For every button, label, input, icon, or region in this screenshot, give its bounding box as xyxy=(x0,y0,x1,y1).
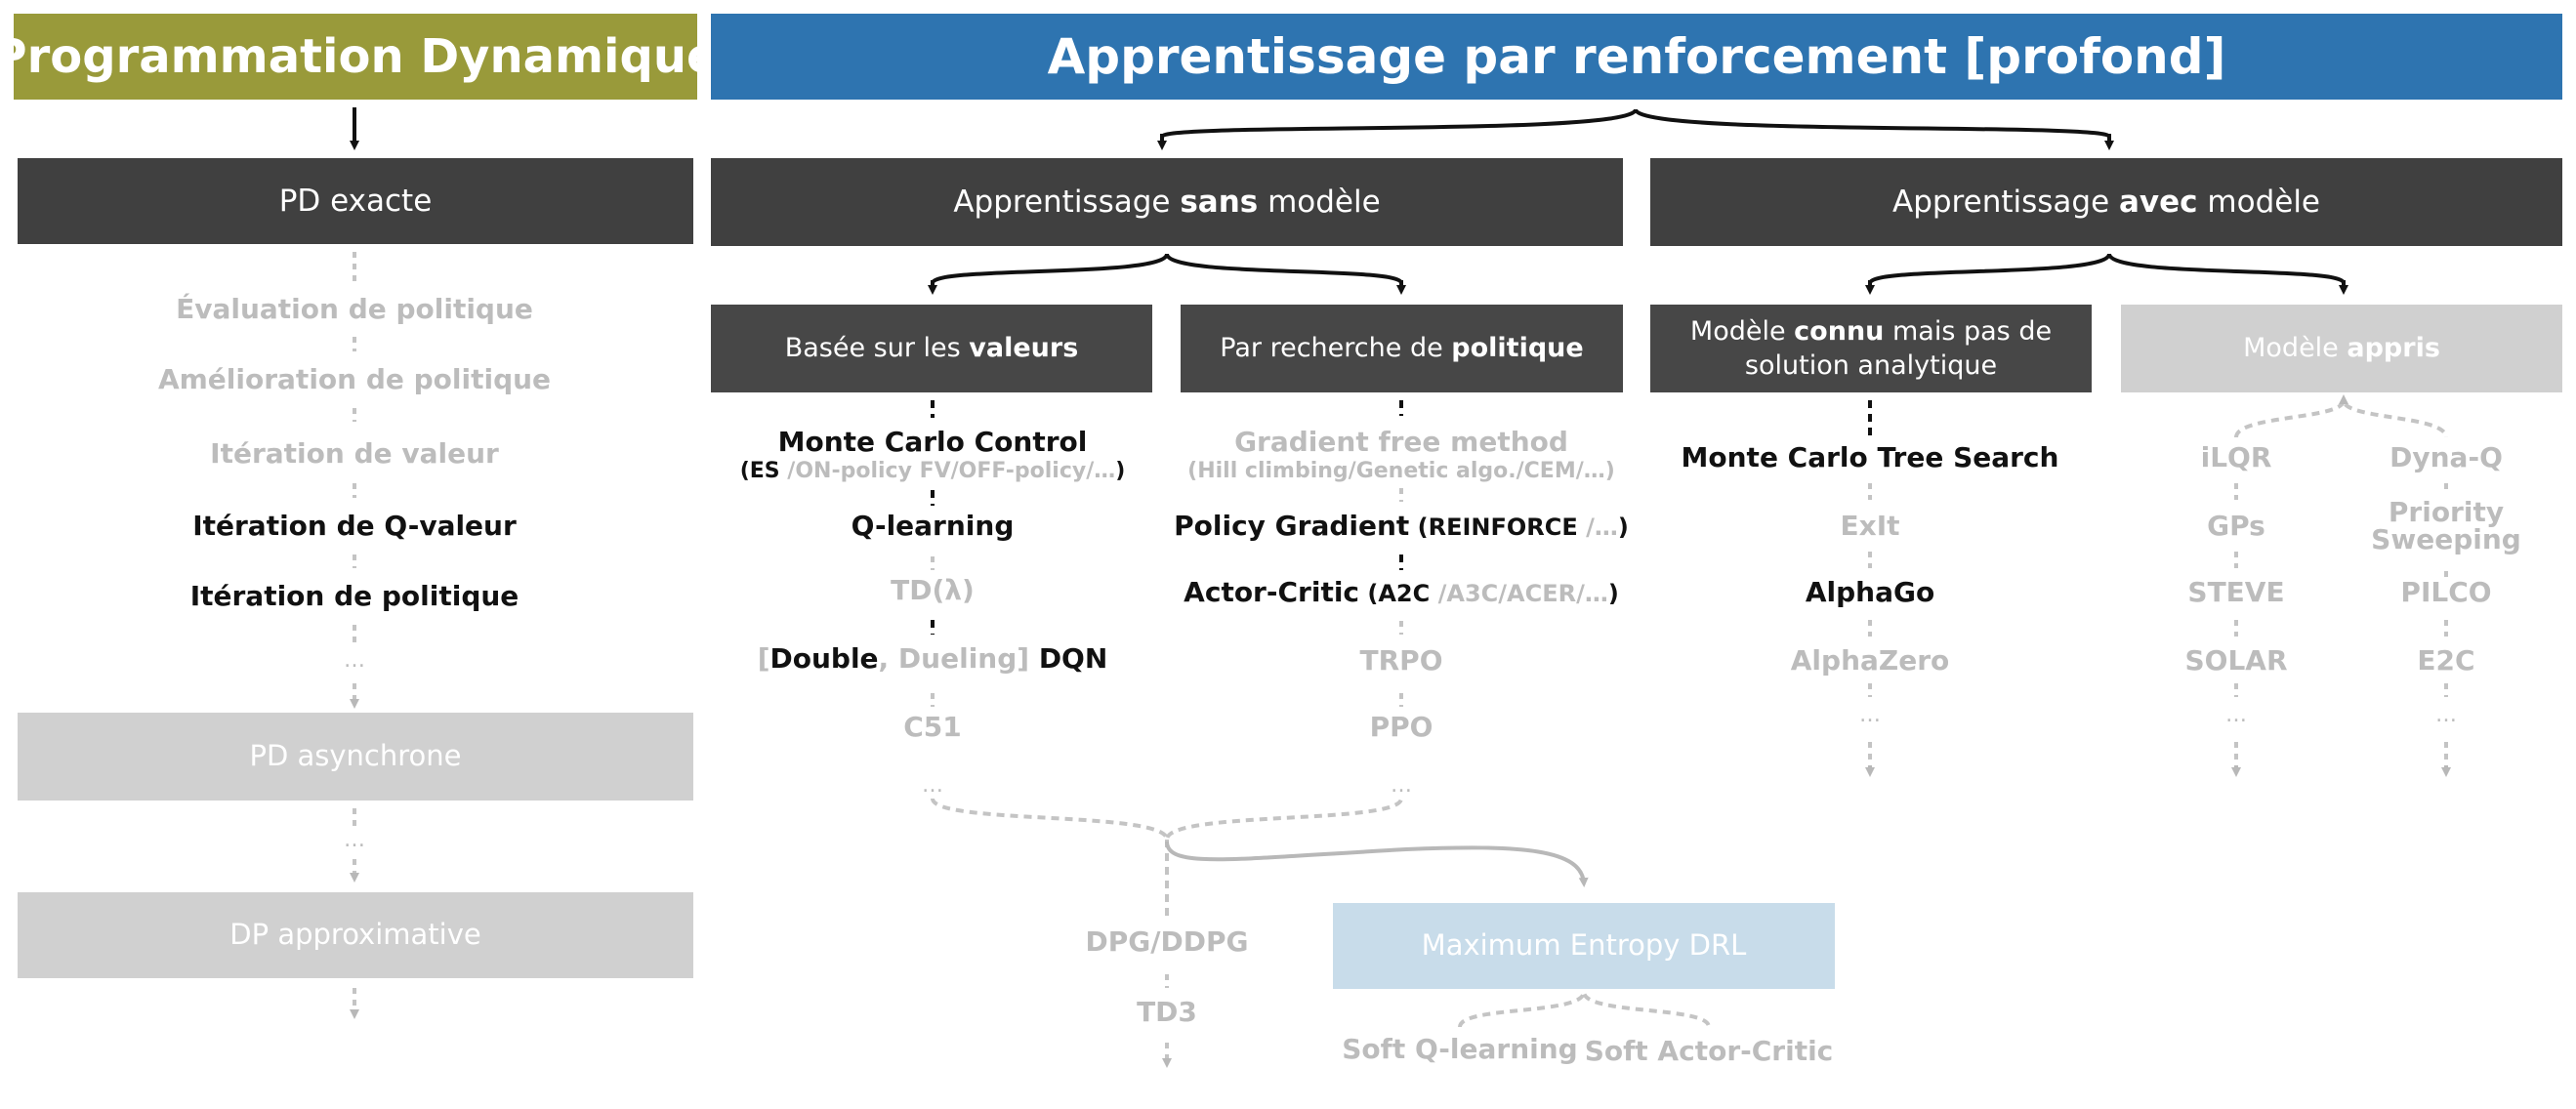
known-model-box: Modèle connu mais pas de solution analyt… xyxy=(1650,305,2092,392)
dqn-double: Double xyxy=(769,642,879,675)
learned-model-box: Modèle appris xyxy=(2121,305,2562,392)
known-model-pre: Modèle xyxy=(1689,315,1795,347)
c51: C51 xyxy=(903,711,962,743)
model-free-bold: sans xyxy=(1180,184,1259,220)
actor-critic: Actor-Critic (A2C /A3C/ACER/…) xyxy=(1184,576,1619,608)
pd-exacte-box: PD exacte xyxy=(18,158,693,244)
known-model-bold: connu xyxy=(1794,315,1885,347)
gps: GPs xyxy=(2207,510,2265,542)
model-free-post: modèle xyxy=(1258,184,1381,220)
learned-model-bold: appris xyxy=(2347,333,2440,364)
mcc-variants: (ES /ON-policy FV/OFF-policy/…) xyxy=(740,459,1126,483)
ilqr: iLQR xyxy=(2200,441,2272,473)
exit: ExIt xyxy=(1840,510,1900,542)
dqn-open-bracket: [ xyxy=(757,642,770,675)
dqn-variants: [Double, Dueling] DQN xyxy=(758,642,1108,675)
soft-actor-critic: Soft Actor-Critic xyxy=(1584,1035,1834,1067)
mcc-close: ) xyxy=(1115,459,1126,483)
q-learning: Q-learning xyxy=(851,510,1015,542)
solar: SOLAR xyxy=(2184,644,2288,677)
known-model-post: mais pas de xyxy=(1884,315,2053,347)
mcts: Monte Carlo Tree Search xyxy=(1681,441,2059,473)
policy-evaluation: Évaluation de politique xyxy=(176,293,533,325)
pilco: PILCO xyxy=(2400,576,2492,608)
pd-async-box: PD asynchrone xyxy=(18,713,693,801)
model-based-pre: Apprentissage xyxy=(1892,184,2120,220)
dyna-q: Dyna-Q xyxy=(2389,441,2503,473)
dp-ellipsis-1: … xyxy=(344,648,365,673)
known-model-line2: solution analytique xyxy=(1744,350,1998,381)
alphazero: AlphaZero xyxy=(1790,644,1950,677)
dp-header: Programmation Dynamique xyxy=(0,14,719,100)
policy-search-box: Par recherche de politique xyxy=(1181,305,1623,392)
learned-right-ellipsis: … xyxy=(2435,703,2457,727)
soft-q-learning: Soft Q-learning xyxy=(1342,1033,1578,1065)
value-ellipsis: … xyxy=(922,773,943,798)
model-based-post: modèle xyxy=(2197,184,2320,220)
policy-search-bold: politique xyxy=(1451,333,1584,364)
policy-gradient: Policy Gradient (REINFORCE /…) xyxy=(1174,510,1629,542)
model-free-pre: Apprentissage xyxy=(953,184,1181,220)
dp-approx-box: DP approximative xyxy=(18,892,693,978)
dqn-close-bracket: ] xyxy=(1017,642,1030,675)
ac-close: ) xyxy=(1607,580,1619,607)
model-based-box: Apprentissage avec modèle xyxy=(1650,158,2562,246)
dpg-ddpg: DPG/DDPG xyxy=(1085,925,1249,958)
pg-rest: /… xyxy=(1577,513,1618,541)
dqn-dueling: Dueling xyxy=(897,642,1018,675)
ac-name: Actor-Critic xyxy=(1184,576,1360,608)
value-iteration: Itération de valeur xyxy=(210,437,499,470)
dqn: DQN xyxy=(1029,642,1108,675)
priority-sweeping-1: Priority xyxy=(2388,496,2505,528)
model-based-bold: avec xyxy=(2119,184,2198,220)
mcc-rest: /ON-policy FV/OFF-policy/… xyxy=(779,459,1116,483)
ac-open: (A2C xyxy=(1359,580,1431,607)
mcc-es: (ES xyxy=(739,459,780,483)
trpo: TRPO xyxy=(1359,644,1443,677)
max-entropy-box: Maximum Entropy DRL xyxy=(1333,903,1835,989)
gradient-free-method: Gradient free method xyxy=(1234,426,1568,458)
policy-iteration: Itération de politique xyxy=(189,580,519,612)
ac-rest: /A3C/ACER/… xyxy=(1430,580,1608,607)
learned-left-ellipsis: … xyxy=(2225,703,2247,727)
dqn-comma: , xyxy=(878,642,898,675)
policy-search-pre: Par recherche de xyxy=(1220,333,1452,364)
pg-open: (REINFORCE xyxy=(1409,513,1578,541)
gradient-free-variants: (Hill climbing/Genetic algo./CEM/…) xyxy=(1187,459,1615,483)
learned-model-pre: Modèle xyxy=(2243,333,2347,364)
priority-sweeping-2: Sweeping xyxy=(2371,523,2521,555)
value-based-bold: valeurs xyxy=(969,333,1079,364)
policy-improvement: Amélioration de politique xyxy=(157,363,552,395)
policy-ellipsis: … xyxy=(1391,773,1412,798)
value-based-pre: Basée sur les xyxy=(784,333,970,364)
model-free-box: Apprentissage sans modèle xyxy=(711,158,1623,246)
steve: STEVE xyxy=(2187,576,2285,608)
pg-name: Policy Gradient xyxy=(1174,510,1410,542)
e2c: E2C xyxy=(2417,644,2475,677)
rl-header: Apprentissage par renforcement [profond] xyxy=(711,14,2562,100)
td-lambda: TD(λ) xyxy=(891,574,975,606)
td3: TD3 xyxy=(1137,996,1197,1028)
value-based-box: Basée sur les valeurs xyxy=(711,305,1152,392)
dp-ellipsis-2: … xyxy=(344,828,365,852)
q-value-iteration: Itération de Q-valeur xyxy=(192,510,517,542)
known-model-line1: Modèle connu mais pas de xyxy=(1690,314,2052,349)
pg-close: ) xyxy=(1617,513,1629,541)
alphago: AlphaGo xyxy=(1805,576,1935,608)
monte-carlo-control: Monte Carlo Control xyxy=(777,426,1088,458)
known-ellipsis: … xyxy=(1859,703,1881,727)
ppo: PPO xyxy=(1369,711,1433,743)
